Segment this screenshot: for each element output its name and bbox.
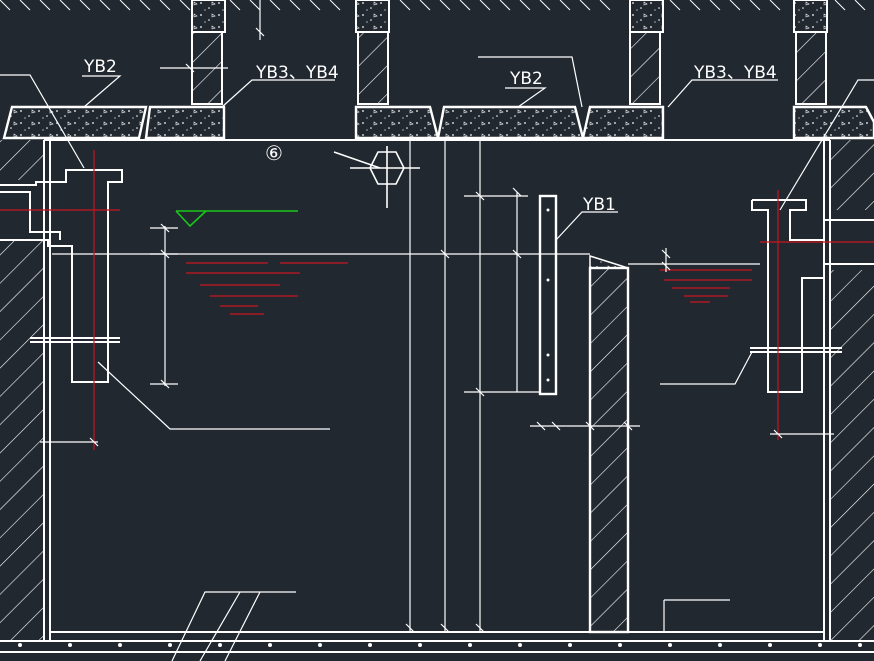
partition-wall <box>588 254 630 634</box>
water-level-symbol <box>175 210 298 228</box>
label-yb1: YB1 <box>582 195 616 215</box>
slab-right <box>792 105 874 140</box>
slab-yb2-mid <box>436 105 585 140</box>
guide-lines <box>52 140 760 632</box>
red-center-lines <box>0 150 874 450</box>
side-walls <box>0 140 874 640</box>
slab-yb34-right <box>581 105 665 140</box>
tank-body <box>0 139 874 653</box>
top-ground-hatch <box>0 0 866 11</box>
top-wall-columns <box>191 0 828 105</box>
right-outlet-pipe <box>750 199 874 393</box>
dimension-lines <box>40 0 834 633</box>
label-yb2-mid: YB2 <box>509 69 543 89</box>
slab-yb34-mid <box>354 105 440 140</box>
slab-labels: YB2 YB3、YB4 YB2 YB3、YB4 YB1 ⑥ <box>83 57 777 215</box>
detail-pipe-circle <box>333 146 420 208</box>
label-yb34-left: YB3、YB4 <box>255 63 339 83</box>
label-detail-mark: ⑥ <box>265 141 283 165</box>
slab-yb34-left <box>144 105 226 140</box>
cover-slabs <box>2 105 874 140</box>
label-yb34-right: YB3、YB4 <box>693 63 777 83</box>
bottom-rebar-dots <box>18 643 862 647</box>
leader-lines <box>0 56 874 661</box>
slab-yb2-left <box>2 105 148 140</box>
left-inlet-pipe <box>0 169 123 383</box>
yb1-baffle <box>538 194 558 396</box>
label-yb2-left: YB2 <box>83 57 117 77</box>
